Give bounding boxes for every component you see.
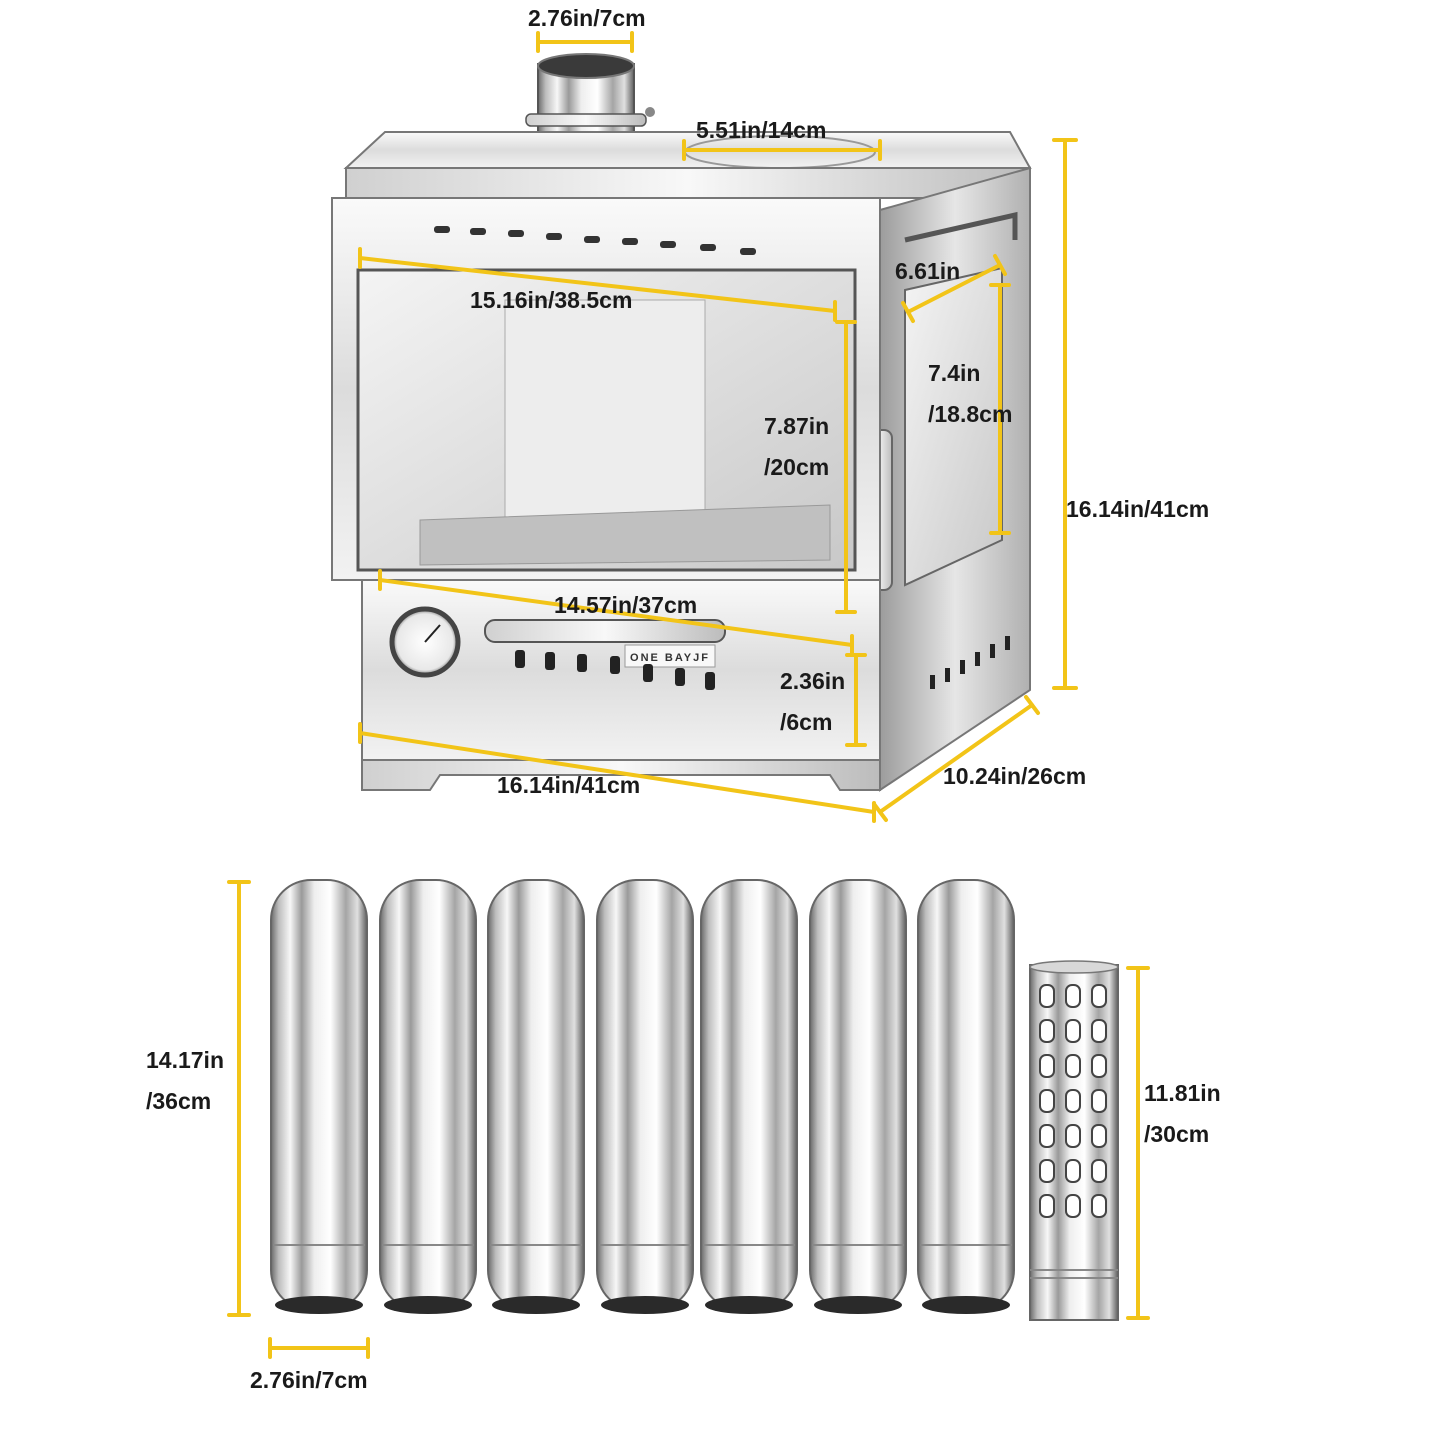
dim-line-side-window-height — [989, 283, 1011, 535]
ash-drawer-handle[interactable] — [484, 619, 726, 643]
dimension-lines — [227, 31, 1150, 1359]
chimney-pipe — [270, 879, 368, 1314]
label-top-hole: 5.51in/14cm — [696, 117, 827, 143]
label-total-height: 16.14in/41cm — [1066, 496, 1210, 522]
dim-line-chimney-diameter — [536, 31, 634, 53]
firebox — [361, 579, 881, 761]
side-window — [904, 266, 1003, 587]
label-firebox-height: 2.36in /6cm — [780, 668, 846, 735]
inner-grate — [419, 504, 831, 566]
label-pipe-length: 14.17in /36cm — [146, 1047, 224, 1114]
chimney-pipe — [809, 879, 907, 1314]
dim-line-top-hole — [682, 139, 882, 161]
label-front-window-height: 7.87in /20cm — [764, 413, 830, 480]
chimney-pipe — [379, 879, 477, 1314]
dim-line-pipe-diameter — [268, 1337, 370, 1359]
brand-plate-text: ONE BAYJF — [630, 652, 710, 664]
spark-arrestor-pipe — [1029, 960, 1119, 1321]
chimney-opening — [537, 53, 635, 79]
label-total-width: 16.14in/41cm — [497, 772, 641, 798]
dim-line-front-window-height — [835, 320, 857, 614]
inner-back-wall — [504, 299, 706, 521]
stove-illustration: ONE BAYJF — [331, 53, 1032, 792]
chimney-bolt — [645, 107, 655, 117]
dim-line-firebox-height — [845, 653, 867, 747]
arrestor-holes — [1039, 984, 1107, 1218]
dim-line-window-width — [358, 247, 837, 322]
top-edge — [345, 167, 1031, 199]
label-depth: 10.24in/26cm — [943, 763, 1087, 789]
dim-line-pipe-length — [227, 880, 251, 1317]
side-handle — [904, 211, 1018, 243]
label-pipe-diameter: 2.76in/7cm — [250, 1367, 368, 1393]
chimney-pipe — [700, 879, 798, 1314]
label-arrestor-length: 11.81in /30cm — [1144, 1080, 1221, 1147]
label-window-width: 15.16in/38.5cm — [470, 287, 633, 313]
dim-line-inner-width — [378, 569, 854, 656]
brand-plate — [624, 644, 716, 668]
chimney-pipe — [596, 879, 694, 1314]
gauge-needle — [424, 624, 441, 643]
dim-line-side-window-width — [901, 254, 1007, 323]
label-side-window-height: 7.4in /18.8cm — [928, 360, 1013, 427]
dim-line-total-height — [1052, 138, 1078, 690]
chimney-pipe — [487, 879, 585, 1314]
label-chimney-diameter: 2.76in/7cm — [528, 5, 646, 31]
dim-line-arrestor-length — [1126, 966, 1150, 1320]
dim-line-depth — [872, 695, 1040, 822]
front-air-vents — [515, 650, 715, 690]
side-air-vents — [930, 636, 1010, 689]
chimney-pipe-set — [270, 879, 1119, 1321]
top-vent-slots — [434, 226, 756, 255]
chimney-pipe — [917, 879, 1015, 1314]
chimney-clamp — [525, 113, 647, 127]
label-side-window-width: 6.61in — [895, 258, 961, 284]
label-inner-width: 14.57in/37cm — [554, 592, 698, 618]
